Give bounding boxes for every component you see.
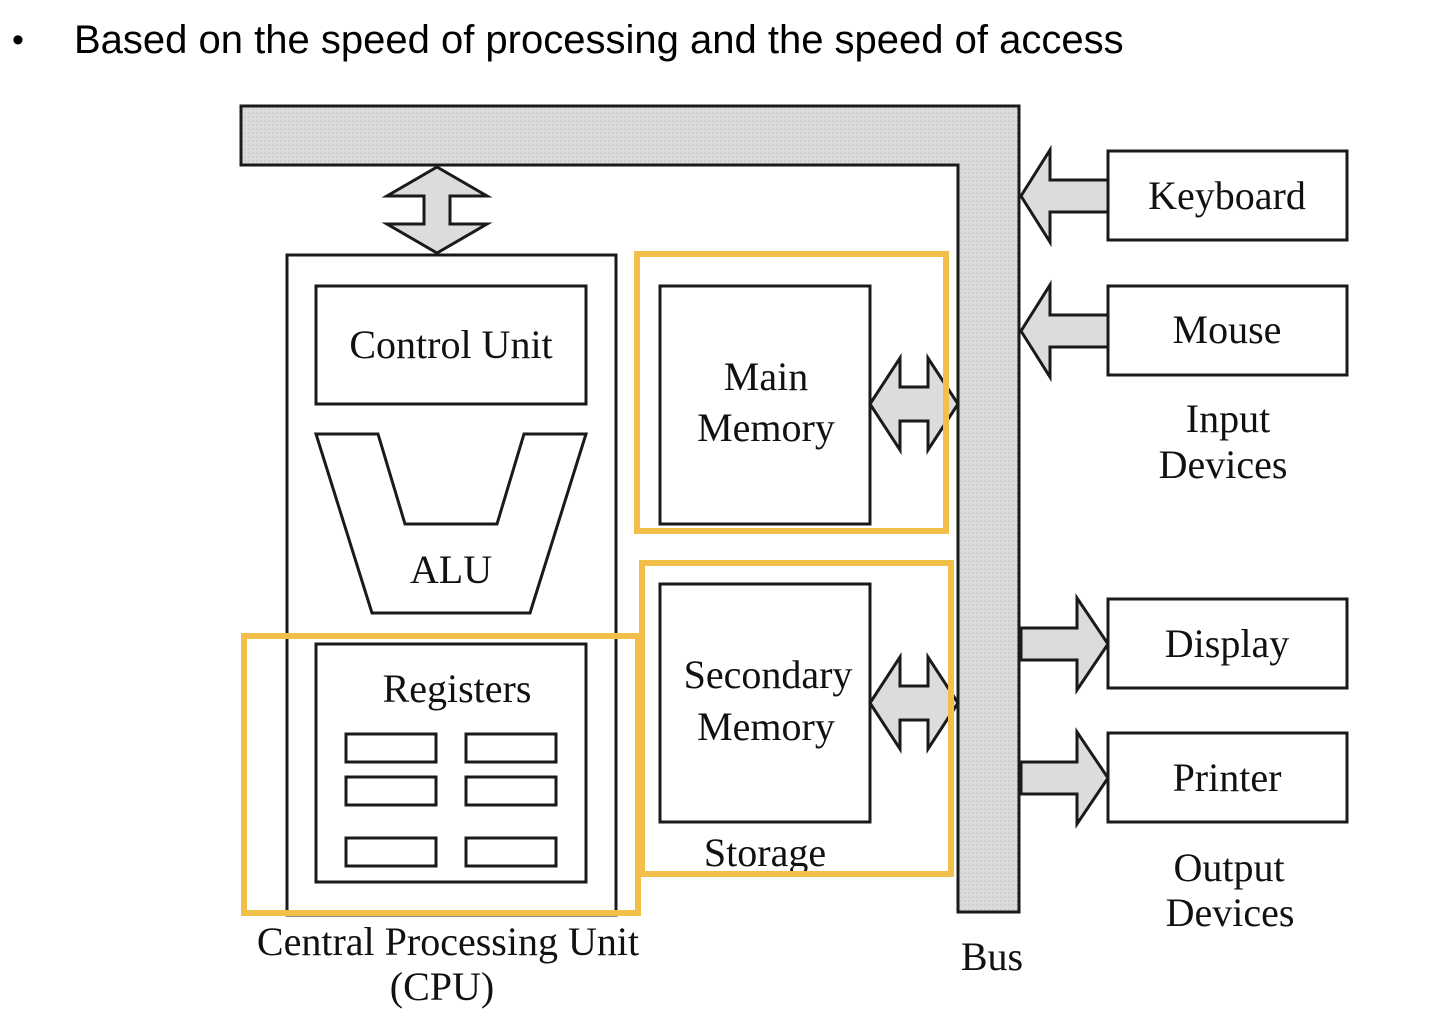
- system-bus: [239, 104, 1021, 914]
- secondary-memory-label-line1: Secondary: [684, 652, 853, 697]
- secondary-memory-bus-arrow: [868, 651, 960, 755]
- main-memory-label-line1: Main: [724, 354, 808, 399]
- alu-label: ALU: [410, 547, 492, 592]
- cpu-bus-arrow: [381, 165, 493, 255]
- display-box: [1106, 597, 1349, 690]
- mouse-label: Mouse: [1173, 307, 1282, 352]
- display-label: Display: [1165, 621, 1289, 666]
- slide-bullet: • Based on the speed of processing and t…: [12, 10, 1124, 70]
- highlight-secondary-storage: [639, 560, 954, 877]
- main-memory-bus-arrow: [868, 352, 960, 456]
- keyboard-bus-arrow: [1019, 144, 1110, 248]
- highlight-registers: [241, 633, 641, 916]
- output-devices-caption-line1: Output: [1173, 845, 1284, 890]
- main-memory-label-line2: Memory: [697, 405, 835, 450]
- register-cell: [344, 836, 438, 868]
- main-memory-box: [658, 284, 872, 526]
- mouse-box: [1106, 284, 1349, 377]
- register-cell: [464, 732, 558, 764]
- keyboard-box: [1106, 149, 1349, 242]
- control-unit-label: Control Unit: [349, 322, 552, 367]
- register-cell: [464, 775, 558, 807]
- printer-bus-arrow: [1019, 727, 1110, 829]
- cpu-caption-line2: (CPU): [390, 964, 494, 1009]
- bullet-symbol: •: [12, 20, 24, 59]
- register-cell: [464, 836, 558, 868]
- registers-label: Registers: [383, 666, 532, 711]
- control-unit-box: [314, 284, 588, 406]
- keyboard-label: Keyboard: [1148, 173, 1306, 218]
- register-cell: [344, 775, 438, 807]
- secondary-memory-label-line2: Memory: [697, 704, 835, 749]
- printer-label: Printer: [1173, 755, 1282, 800]
- cpu-caption-line1: Central Processing Unit: [257, 919, 639, 964]
- storage-label: Storage: [704, 830, 826, 875]
- display-bus-arrow: [1019, 593, 1110, 695]
- output-devices-caption-line2: Devices: [1166, 890, 1295, 935]
- bus-label: Bus: [961, 934, 1023, 979]
- secondary-memory-box: [658, 582, 872, 824]
- highlight-main-memory: [634, 251, 949, 534]
- alu-shape: [313, 432, 589, 615]
- input-devices-caption-line1: Input: [1186, 396, 1270, 441]
- register-cell: [344, 732, 438, 764]
- input-devices-caption-line2: Devices: [1159, 442, 1288, 487]
- bullet-text: Based on the speed of processing and the…: [74, 17, 1124, 62]
- mouse-bus-arrow: [1019, 279, 1110, 383]
- printer-box: [1106, 731, 1349, 824]
